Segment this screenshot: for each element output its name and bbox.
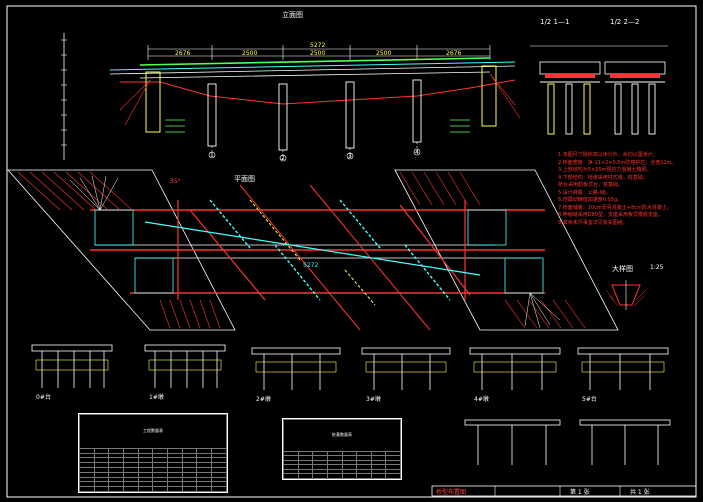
table-title: 工程数量表	[79, 414, 227, 449]
note-item: 6.地震动峰值加速度0.05g。	[558, 197, 623, 203]
pier-label: 0#台	[36, 394, 51, 401]
plan-view	[7, 169, 619, 331]
table-title: 桩基数量表	[283, 419, 401, 452]
title-block-title: 桥型布置图	[436, 489, 467, 496]
pier-2-number: 2	[281, 155, 285, 162]
detail-title: 大样图	[612, 265, 633, 273]
pier-4-number: 4	[415, 149, 419, 156]
note-item: 4.下部结构：桥墩采用柱式墩，桩基础；	[558, 174, 648, 181]
pier-label: 2#墩	[256, 396, 271, 403]
span-5: 2676	[446, 50, 462, 57]
pier-3-number: 3	[348, 153, 352, 160]
detail-view	[605, 280, 647, 310]
pier-label: 4#墩	[474, 396, 489, 403]
plan-title: 平面图	[234, 175, 255, 183]
note-item: 2.桥面宽度：净-11+2×0.5m防撞护栏，全宽12m。	[558, 159, 677, 166]
title-block	[431, 485, 697, 497]
title-block-total: 共 1 张	[630, 489, 650, 496]
note-item: 桥台采用肋板式台，桩基础。	[558, 182, 624, 188]
note-item: 7.桥面铺装：10cm沥青混凝土+8cm防水混凝土。	[558, 204, 672, 211]
note-item: 3.上部结构为5×25m预应力混凝土箱梁。	[558, 167, 652, 173]
elevation-view	[61, 33, 521, 162]
quantity-table-right: 桩基数量表	[282, 418, 402, 480]
section1-title: 1/2 1—1	[540, 18, 570, 26]
cross-section-views	[530, 45, 668, 135]
pier-elevations	[31, 344, 671, 465]
note-item: 8.伸缩缝采用D80型，支座采用板式橡胶支座。	[558, 212, 663, 218]
pier-label: 1#墩	[149, 394, 164, 401]
note-item: 1.本图尺寸除标高以米计外，余均以厘米计。	[558, 152, 658, 158]
pier-1-number: 1	[210, 152, 214, 159]
pier-label: 3#墩	[366, 396, 381, 403]
pier-label: 5#台	[582, 396, 597, 403]
quantity-table-left: 工程数量表	[78, 413, 228, 493]
note-item: 9.其余未尽事宜详见有关图纸。	[558, 219, 628, 226]
span-2: 2500	[242, 50, 258, 57]
span-4: 2500	[376, 50, 392, 57]
span-3: 2500	[310, 50, 326, 57]
plan-center-dim: 5272	[303, 262, 319, 269]
title-block-sheet: 第 1 张	[570, 489, 590, 496]
total-length: 5272	[310, 42, 326, 49]
elevation-title: 立面图	[282, 11, 303, 19]
drawing-border	[6, 5, 697, 498]
span-1: 2676	[175, 50, 191, 57]
plan-skew-angle: 35°	[170, 178, 181, 185]
pier-caps-accent	[35, 359, 665, 373]
design-notes: 1.本图尺寸除标高以米计外，余均以厘米计。 2.桥面宽度：净-11+2×0.5m…	[558, 152, 677, 227]
section2-title: 1/2 2—2	[610, 18, 640, 26]
note-item: 5.设计荷载：公路-Ⅰ级。	[558, 189, 612, 196]
detail-scale: 1:25	[650, 264, 664, 271]
